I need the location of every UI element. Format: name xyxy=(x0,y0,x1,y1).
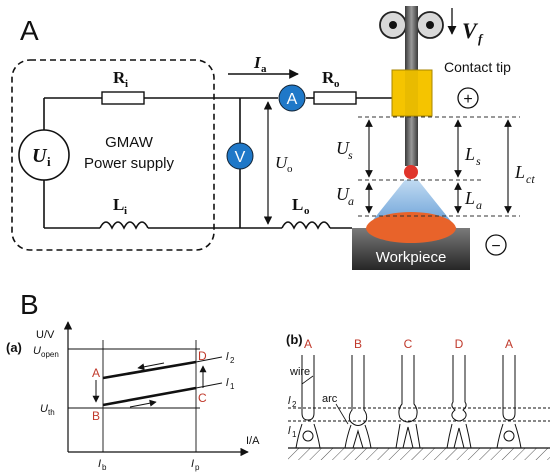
li-symbol: L xyxy=(113,195,124,214)
source-symbol: U xyxy=(32,145,48,167)
ri-symbol: R xyxy=(113,68,126,87)
voltage-source: U i xyxy=(18,129,70,181)
lo-sub: o xyxy=(304,205,310,217)
ammeter-label: A xyxy=(287,91,298,108)
droplet-stages: (b) l 2 l 1 wire arc A B xyxy=(286,332,550,460)
ib-sub: b xyxy=(102,463,107,472)
ri-sub: i xyxy=(125,78,128,90)
vf-sub: f xyxy=(478,31,484,46)
cycle-arrow-top xyxy=(137,362,165,371)
ui-diagram: (a) U/V I/A U open U th I b I p l 2 l xyxy=(6,321,260,472)
lct-sub: ct xyxy=(526,172,535,186)
ip-sub: p xyxy=(195,463,200,472)
panel-a-label: A xyxy=(20,15,39,46)
stage-c: C xyxy=(395,337,421,449)
stage-d-label: D xyxy=(455,337,464,351)
uth-symbol: U xyxy=(40,403,48,415)
stage-l1-symbol: l xyxy=(288,425,291,437)
feed-speed: V f xyxy=(447,8,484,46)
li-sub: i xyxy=(124,205,127,217)
point-d: D xyxy=(198,349,207,363)
stage-a1: A xyxy=(295,337,321,449)
la-sub: a xyxy=(476,198,482,212)
l2-symbol: l xyxy=(226,351,229,363)
arc-label: arc xyxy=(322,393,338,405)
power-supply-line2: Power supply xyxy=(84,155,175,172)
ib-symbol: I xyxy=(98,458,101,470)
uo-arrow: U o xyxy=(263,101,293,225)
ls-symbol: L xyxy=(464,144,475,164)
us-sub: s xyxy=(348,148,353,162)
stage-l2-sub: 2 xyxy=(292,400,297,409)
stage-a2: A xyxy=(496,337,522,449)
uo-sub: o xyxy=(287,163,293,175)
point-b: B xyxy=(92,409,100,423)
dimension-guides xyxy=(358,116,520,217)
stage-l2-symbol: l xyxy=(288,395,291,407)
panel-b-label: B xyxy=(20,289,39,320)
droplet xyxy=(404,165,418,179)
ia-sub: a xyxy=(261,63,267,75)
ua-sub: a xyxy=(348,194,354,208)
u-axis-label: U/V xyxy=(36,329,55,341)
minus-sign: − xyxy=(491,238,500,255)
ui-diagram-tag: (a) xyxy=(6,340,22,355)
stage-b: B xyxy=(344,337,372,449)
source-sub: i xyxy=(47,154,51,169)
uth-sub: th xyxy=(48,408,55,417)
la-symbol: L xyxy=(464,188,475,208)
wire-label: wire xyxy=(289,366,310,378)
l1-locus xyxy=(102,386,197,407)
ua-symbol: U xyxy=(336,184,350,204)
lct-symbol: L xyxy=(514,162,525,182)
i-axis-label: I/A xyxy=(246,435,260,447)
uopen-symbol: U xyxy=(33,345,41,357)
point-c: C xyxy=(198,391,207,405)
contact-tip-label: Contact tip xyxy=(444,59,511,75)
circuit-wires xyxy=(43,97,392,229)
ammeter: A xyxy=(278,84,306,112)
l2-locus xyxy=(102,360,197,380)
ip-symbol: I xyxy=(191,458,194,470)
stage-c-label: C xyxy=(404,337,413,351)
cycle-arrow-bottom xyxy=(129,399,157,408)
panel-b: B (a) U/V I/A U open U th I b I p l xyxy=(6,289,550,472)
voltmeter: V xyxy=(226,142,254,170)
contact-tip xyxy=(391,69,433,117)
l2-sub: 2 xyxy=(230,356,235,365)
inductor-lo: L o xyxy=(281,195,331,230)
stage-a2-label: A xyxy=(505,337,513,351)
point-a: A xyxy=(92,366,100,380)
stage-d: D xyxy=(446,337,472,449)
current-arrow: I a xyxy=(228,53,299,79)
plus-sign: + xyxy=(463,91,472,108)
power-supply-box xyxy=(11,59,215,251)
lo-symbol: L xyxy=(292,195,303,214)
stages-tag: (b) xyxy=(286,332,303,347)
us-symbol: U xyxy=(336,138,350,158)
panel-a: A GMAW Power supply U i R xyxy=(11,6,535,270)
vf-symbol: V xyxy=(462,18,479,43)
ro-symbol: R xyxy=(322,68,335,87)
stage-l1-sub: 1 xyxy=(292,430,297,439)
ia-symbol: I xyxy=(253,53,262,72)
inductor-li: L i xyxy=(99,195,149,230)
l1-sub: 1 xyxy=(230,382,235,391)
ls-sub: s xyxy=(476,154,481,168)
uo-symbol: U xyxy=(275,153,289,172)
voltmeter-label: V xyxy=(235,149,246,166)
l1-symbol: l xyxy=(226,377,229,389)
ro-sub: o xyxy=(334,78,340,90)
plus-terminal xyxy=(457,87,479,109)
power-supply-line1: GMAW xyxy=(105,134,154,151)
uopen-sub: open xyxy=(41,350,59,359)
base-metal xyxy=(288,448,550,460)
minus-terminal xyxy=(485,234,507,256)
resistor-ri: R i xyxy=(101,68,145,105)
resistor-ro: R o xyxy=(313,68,357,105)
stage-b-label: B xyxy=(354,337,362,351)
workpiece-label: Workpiece xyxy=(376,249,447,266)
stage-a1-label: A xyxy=(304,337,312,351)
